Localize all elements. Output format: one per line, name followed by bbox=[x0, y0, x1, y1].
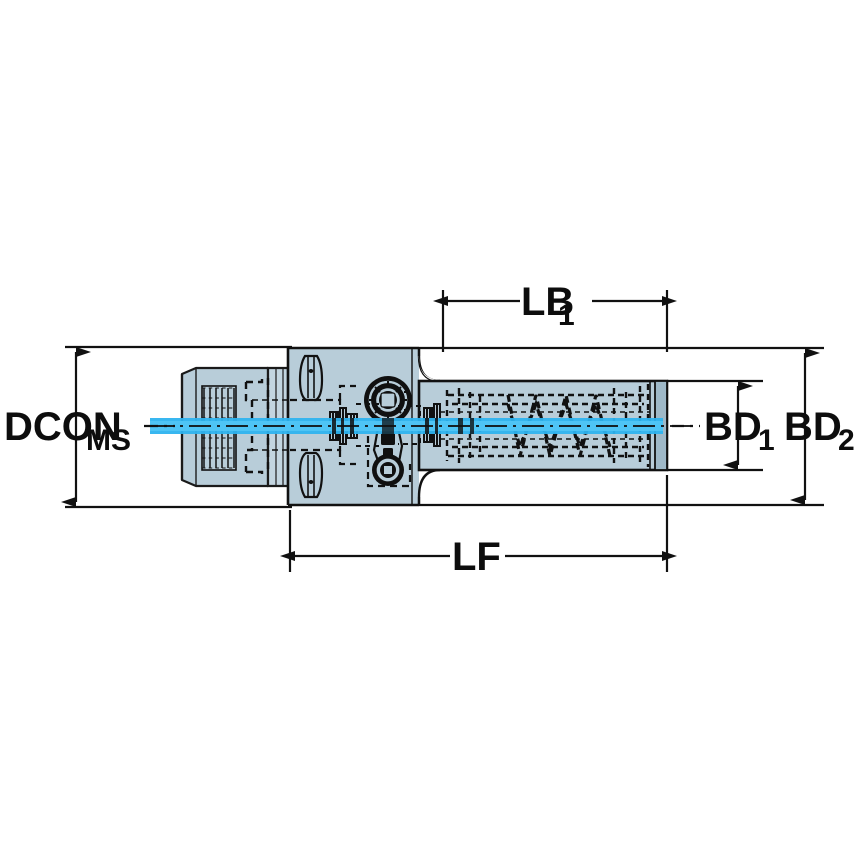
dimension-lb1: LB 1 bbox=[433, 280, 677, 352]
dimension-label-dcon-main: DCON bbox=[4, 405, 122, 449]
tool-body-group bbox=[150, 346, 690, 507]
dimension-label-lf-main: LF bbox=[452, 535, 501, 579]
dimension-label-dcon-sub: MS bbox=[86, 424, 131, 457]
dimension-label-lb1-main: LB bbox=[521, 280, 574, 324]
dimension-label-bd1-sub: 1 bbox=[758, 424, 775, 457]
dimension-lf: LF bbox=[280, 475, 677, 579]
dimension-label-lb1-sub: 1 bbox=[558, 299, 575, 332]
dimension-bd2: BD 2 bbox=[419, 346, 854, 507]
dimension-dcon-ms: DCON MS bbox=[4, 345, 292, 509]
dimension-label-bd2-main: BD bbox=[784, 405, 842, 449]
flange-clamp-slot-bottom bbox=[298, 451, 324, 499]
dimension-bd1: BD 1 bbox=[667, 379, 775, 472]
screw-serration-ticks bbox=[369, 381, 407, 419]
flange-clamp-slot-top bbox=[298, 354, 324, 402]
dimension-label-bd1-main: BD bbox=[704, 405, 762, 449]
coupling-mechanism-hidden bbox=[366, 422, 412, 488]
dimension-label-bd2-sub: 2 bbox=[838, 424, 854, 457]
clamping-screw-head bbox=[364, 376, 412, 424]
flange-hidden-detail-right bbox=[404, 391, 412, 411]
